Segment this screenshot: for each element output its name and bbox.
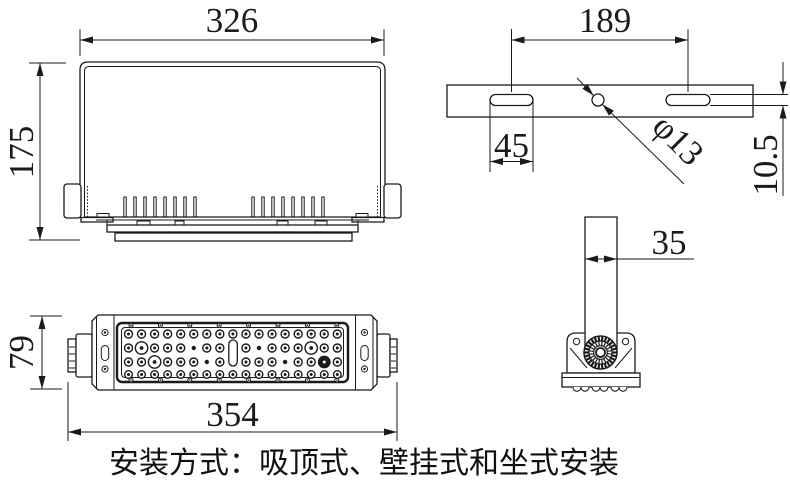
- dim-354-label: 354: [206, 395, 259, 434]
- dim-79-label: 79: [2, 335, 41, 370]
- right-gland-cap: [389, 338, 398, 373]
- dim-326-label: 326: [206, 1, 259, 40]
- dim-slot-width-10-5: 10.5: [746, 62, 787, 196]
- housing-inner-wall: [84, 66, 381, 184]
- arm-pole: [584, 216, 618, 352]
- installation-caption: 安装方式：吸顶式、壁挂式和坐式安装: [109, 447, 619, 480]
- dim-height-175: 175: [2, 62, 80, 241]
- panel-screws: [128, 322, 340, 383]
- mounting-plate-top-view: 189 45 φ13 10.5: [446, 1, 788, 196]
- dim-length-354: 354: [67, 382, 398, 441]
- led-array: [123, 329, 342, 380]
- dim-front-height-79: 79: [2, 315, 62, 390]
- dim-189-label: 189: [579, 1, 632, 40]
- left-gland-body: [75, 333, 93, 378]
- bracket-hole-left: [572, 337, 581, 346]
- right-clip: [383, 183, 402, 219]
- adjustment-knob: [583, 335, 618, 370]
- dim-slot-length-45: 45: [489, 101, 534, 172]
- bracket-hole-right: [621, 337, 630, 346]
- left-gland-cap: [67, 338, 77, 373]
- heatsink-fins: [123, 196, 325, 218]
- center-slot: [228, 339, 238, 367]
- dim-35-label: 35: [652, 223, 687, 262]
- left-slot: [489, 93, 534, 107]
- lens-edge-hatch: [114, 232, 353, 242]
- dim-10-5-label: 10.5: [746, 134, 785, 195]
- floodlight-front-view: 79 354: [2, 314, 398, 441]
- dim-width-326: 326: [79, 1, 385, 56]
- mounting-arm-side-view: 35: [561, 216, 694, 392]
- dim-hole-spacing-189: 189: [511, 1, 689, 92]
- dim-arm-width-35: 35: [585, 223, 694, 263]
- right-gland-body: [376, 333, 391, 378]
- center-hole: [591, 93, 605, 107]
- dim-45-label: 45: [494, 126, 529, 165]
- left-clip: [63, 183, 82, 219]
- base-plate: [106, 224, 359, 233]
- floodlight-side-view: 326 175: [2, 1, 402, 242]
- right-cap-slot: [360, 345, 369, 361]
- dim-175-label: 175: [2, 126, 41, 179]
- left-cap-slot: [100, 345, 110, 361]
- arm-base-bar: [561, 372, 641, 388]
- right-slot: [665, 93, 711, 107]
- housing-outline: [79, 61, 386, 184]
